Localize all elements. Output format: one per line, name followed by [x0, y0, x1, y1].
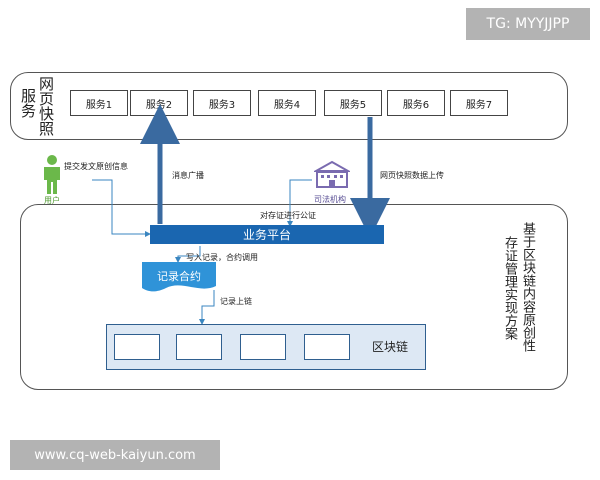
- snapshot-service-container: [10, 72, 568, 140]
- record-contract-shape: [142, 262, 216, 292]
- upload-label: 网页快照数据上传: [380, 171, 444, 180]
- write-label: 写入记录，合约调用: [186, 253, 258, 262]
- scheme-container: [20, 204, 568, 390]
- service-box-6: 服务6: [387, 90, 445, 116]
- chain-block-4: [304, 334, 350, 360]
- user-label: 用户: [44, 196, 60, 205]
- snapshot-label-col1: 网页快照: [37, 76, 55, 136]
- submit-label: 提交发文原创信息: [64, 162, 128, 171]
- service-box-4: 服务4: [258, 90, 316, 116]
- record-contract-label: 记录合约: [157, 270, 201, 283]
- submit-connector: [92, 179, 151, 237]
- scheme-title-col2: 存证管理实现方案: [502, 236, 517, 340]
- write-connector: [175, 246, 201, 263]
- chain-up-connector: [199, 290, 215, 325]
- service-box-5: 服务5: [324, 90, 382, 116]
- snapshot-label-col2: 服务: [19, 88, 37, 118]
- judicial-building-icon: [314, 160, 350, 188]
- chain-block-2: [176, 334, 222, 360]
- chain-block-1: [114, 334, 160, 360]
- scheme-title-col1: 基于区块链内容原创性: [520, 222, 535, 352]
- chain-up-label: 记录上链: [220, 297, 252, 306]
- service-box-1: 服务1: [70, 90, 128, 116]
- user-icon: [44, 155, 60, 194]
- blockchain-label: 区块链: [372, 340, 409, 354]
- notarize-label: 对存证进行公证: [260, 211, 316, 220]
- watermark-top: TG: MYYJJPP: [466, 8, 590, 40]
- watermark-bottom: www.cq-web-kaiyun.com: [10, 440, 220, 470]
- service-box-3: 服务3: [193, 90, 251, 116]
- business-platform-bar: 业务平台: [150, 225, 384, 244]
- judicial-label: 司法机构: [314, 195, 346, 204]
- notarize-connector: [287, 179, 312, 227]
- service-box-7: 服务7: [450, 90, 508, 116]
- chain-block-3: [240, 334, 286, 360]
- broadcast-label: 消息广播: [172, 171, 204, 180]
